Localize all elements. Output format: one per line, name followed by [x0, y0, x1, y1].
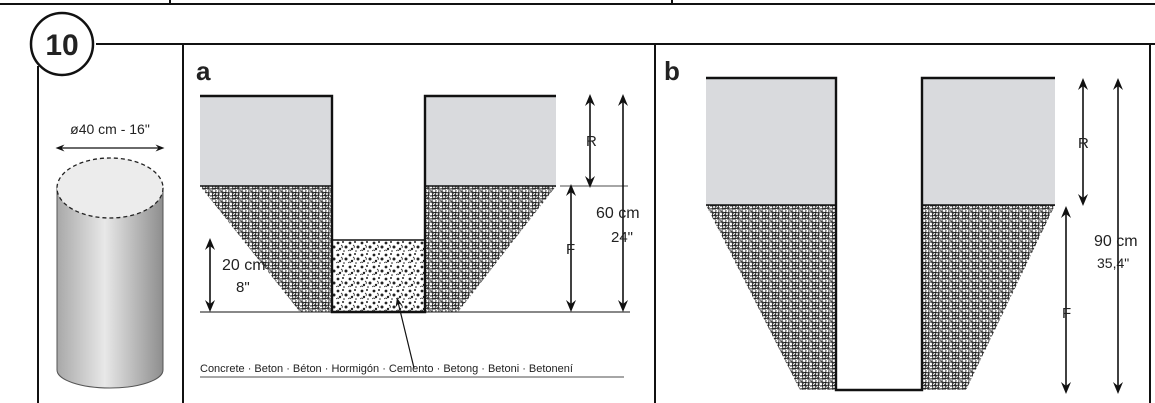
step-number-badge: 10 [29, 11, 95, 77]
panel-a-materials-caption: Concrete · Beton · Béton · Hormigón · Ce… [200, 363, 573, 375]
panel-a-letter: a [196, 56, 211, 86]
panel-a-slab-left [200, 96, 332, 186]
panel-b-soil-right [922, 205, 1055, 390]
panel-b: b R F 90 cm 35,4" [664, 56, 1138, 394]
cylinder-diameter-label: ø40 cm - 16" [70, 121, 150, 137]
panel-a-soil-left [200, 186, 332, 312]
panel-a-concrete-in: 8" [236, 279, 250, 296]
step-number: 10 [45, 29, 78, 62]
panel-a-depth-cm: 60 cm [596, 205, 640, 222]
cylinder-form: ø40 cm - 16" [55, 121, 165, 389]
panel-b-R-label: R [1078, 135, 1089, 152]
cylinder-body [56, 187, 164, 389]
panel-a-soil-right [425, 186, 556, 312]
panel-a-slab-right [425, 96, 556, 186]
panel-b-slab-right [922, 78, 1055, 205]
panel-b-letter: b [664, 56, 680, 86]
panel-a-depth-in: 24" [611, 229, 633, 246]
panel-a-R-label: R [586, 133, 597, 150]
panel-a-concrete [332, 240, 425, 312]
panel-b-depth-cm: 90 cm [1094, 233, 1138, 250]
panel-b-slab-left [706, 78, 836, 205]
panel-b-F-label: F [1062, 305, 1071, 322]
panel-b-depth-in: 35,4" [1097, 255, 1129, 271]
panel-a-F-label: F [566, 241, 575, 258]
panel-b-soil-left [706, 205, 836, 390]
panel-a-concrete-cm: 20 cm [222, 257, 266, 274]
panel-a-concrete-pointer [395, 297, 415, 369]
cylinder-top [56, 157, 164, 219]
panel-a: a 20 cm 8" R F 60 cm 24" Concret [196, 56, 640, 378]
